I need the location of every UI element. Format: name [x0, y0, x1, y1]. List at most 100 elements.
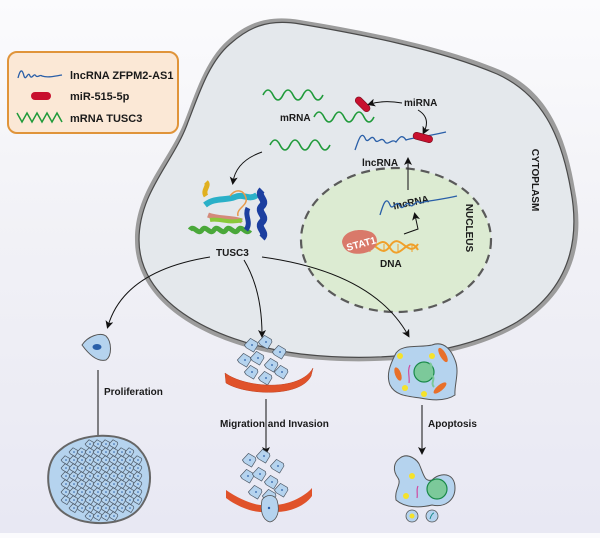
cell-nucleus-dot [137, 459, 139, 461]
arrow-transcription [403, 212, 420, 235]
basement-membrane-intact [224, 367, 314, 393]
mirna-bound-to-lncrna [412, 132, 433, 143]
legend: lncRNA ZFPM2-AS1 miR-515-5p mRNA TUSC3 [7, 51, 179, 134]
cell-nucleus-dot [73, 491, 75, 493]
cell-nucleus-dot [105, 491, 107, 493]
stat1-protein: STAT1 [342, 230, 378, 254]
cell-nucleus-dot [281, 489, 283, 491]
cell-nucleus-dot [105, 515, 107, 517]
migration-label: Migration and Invasion [220, 419, 329, 430]
mirna-capsule-icon [31, 92, 51, 100]
cell-nucleus-dot [97, 491, 99, 493]
cell-nucleus-dot [129, 499, 131, 501]
mirna-bound-to-mrna [354, 96, 371, 113]
basement-membrane-breached [226, 490, 262, 512]
cell-nucleus-dot [81, 467, 83, 469]
cell-nucleus-dot [81, 483, 83, 485]
mrna-strand-bound [313, 111, 375, 123]
cell-nucleus-dot [251, 371, 253, 373]
arrow-mirna-to-lncrna [417, 109, 430, 135]
cell-nucleus-dot [121, 483, 123, 485]
invading-cell [260, 495, 279, 523]
cell-nucleus-dot [81, 475, 83, 477]
cell-nucleus-dot [121, 467, 123, 469]
cell-nucleus-dot [121, 499, 123, 501]
cell-nucleus-dot [73, 507, 75, 509]
cell-nucleus-dot [65, 467, 67, 469]
cell-nucleus-dot [265, 341, 267, 343]
cell-nucleus-dot [129, 475, 131, 477]
cell-nucleus-dot [279, 351, 281, 353]
cell-nucleus-dot [97, 451, 99, 453]
cell-nucleus-dot [137, 491, 139, 493]
cell-nucleus-dot [271, 481, 273, 483]
cell-nucleus-dot [121, 451, 123, 453]
cell-nucleus-dot [137, 467, 139, 469]
basement-membrane-breached-right [276, 488, 312, 512]
cell-nucleus-dot [105, 483, 107, 485]
mrna-label: mRNA [280, 113, 311, 124]
cell-nucleus-dot [137, 475, 139, 477]
cell-nucleus-dot [129, 467, 131, 469]
cell-nucleus-dot [129, 491, 131, 493]
cell-nucleus-dot [89, 491, 91, 493]
cell-nucleus-dot [137, 499, 139, 501]
cell-nucleus-dot [247, 475, 249, 477]
cell-nucleus-dot [65, 475, 67, 477]
mrna-zigzag-icon [16, 111, 63, 124]
tusc3-label: TUSC3 [216, 248, 249, 259]
cell-nucleus-dot [73, 451, 75, 453]
cell-nucleus-dot [281, 371, 283, 373]
cell-nucleus-dot [113, 499, 115, 501]
cell-nucleus-dot [73, 475, 75, 477]
cell-nucleus-dot [129, 483, 131, 485]
mrna-strand-lower [269, 139, 331, 151]
arrow-translation [229, 151, 263, 185]
cell-nucleus-dot [105, 507, 107, 509]
cell-nucleus-dot [244, 359, 246, 361]
cell-nucleus-dot [97, 483, 99, 485]
proliferation-label: Proliferation [104, 387, 163, 398]
lncrna-strand-nucleus [379, 195, 458, 216]
arrow-to-migration [243, 259, 266, 338]
cell-nucleus-dot [105, 499, 107, 501]
cell-nucleus-dot [113, 483, 115, 485]
cell-nucleus-dot [81, 459, 83, 461]
cell-nucleus-dot [65, 499, 67, 501]
cell-nucleus-dot [89, 451, 91, 453]
cell-nucleus-dot [251, 344, 253, 346]
cell-nucleus-dot [255, 491, 257, 493]
cell-nucleus-dot [121, 459, 123, 461]
cell-nucleus-dot [65, 459, 67, 461]
cell-nucleus-dot [105, 451, 107, 453]
cytoplasm-label: CYTOPLASM [529, 149, 540, 212]
cell-nucleus-dot [259, 473, 261, 475]
tusc3-protein-structure [187, 180, 268, 241]
cell-nucleus-dot [113, 507, 115, 509]
cell-nucleus-dot [65, 491, 67, 493]
cell-nucleus-dot [97, 515, 99, 517]
cell-nucleus-dot [97, 507, 99, 509]
cell-nucleus-dot [81, 499, 83, 501]
cell-nucleus-dot [113, 451, 115, 453]
cell-nucleus-dot [113, 459, 115, 461]
cell-nucleus-dot [113, 475, 115, 477]
cell-nucleus-dot [105, 475, 107, 477]
legend-box [7, 51, 179, 134]
cell-nucleus-dot [129, 459, 131, 461]
apoptotic-cell [393, 455, 456, 523]
cell-nucleus-dot [73, 459, 75, 461]
cell-nucleus-dot [97, 467, 99, 469]
cell-nucleus-dot [129, 507, 131, 509]
cell-nucleus-dot [81, 507, 83, 509]
cell-nucleus-dot [113, 491, 115, 493]
tumor-mass [47, 434, 152, 525]
cell-nucleus-dot [121, 475, 123, 477]
cell-nucleus-dot [113, 515, 115, 517]
cell-nucleus-dot [263, 455, 265, 457]
legend-label-mrna: mRNA TUSC3 [70, 113, 142, 125]
single-cell [81, 333, 111, 361]
cell-nucleus-dot [105, 467, 107, 469]
cell-nucleus-dot [265, 377, 267, 379]
